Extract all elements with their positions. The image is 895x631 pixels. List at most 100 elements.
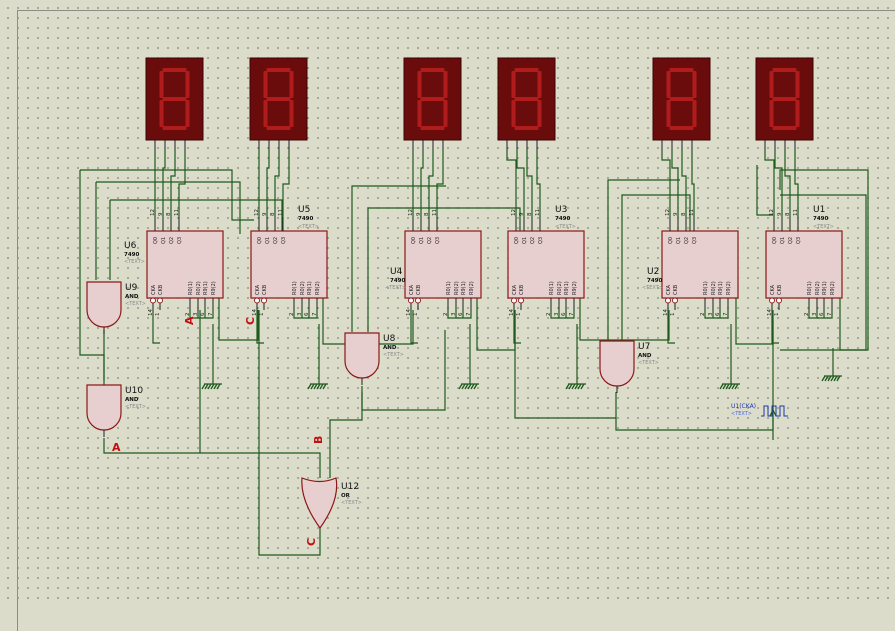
pin-number: 8 — [424, 212, 430, 216]
inverting-clock-bubble — [769, 297, 775, 304]
gate-text: <TEXT> — [383, 352, 404, 358]
pin-number: 14 — [663, 309, 669, 316]
pin-number: 7 — [827, 312, 833, 316]
display-segment — [669, 97, 694, 101]
pin-number: 12 — [511, 209, 517, 216]
pin-label: R9(2) — [211, 281, 217, 295]
ground-symbol — [565, 324, 586, 390]
chip-value: 7490 — [124, 252, 139, 258]
pin-label: R0(1) — [446, 281, 452, 295]
counter-u3: 12Q09Q18Q211Q3CKA14CKB1R0(1)2R0(2)3R9(1)… — [507, 205, 585, 316]
pin-label: CKB — [519, 284, 525, 295]
ground-hatch — [827, 375, 832, 382]
counter-u4: 12Q09Q18Q211Q3CKA14CKB1R0(1)2R0(2)3R9(1)… — [385, 209, 482, 317]
pin-label: CKA — [409, 284, 415, 295]
display-segment — [514, 126, 539, 130]
ground-symbol — [821, 348, 842, 382]
pin-number: 9 — [519, 212, 525, 216]
pin-number: 1 — [259, 313, 265, 317]
pin-label: R9(1) — [822, 281, 828, 295]
wire-q-to-display — [178, 150, 186, 217]
pin-number: 3 — [554, 312, 560, 316]
ground-symbol — [307, 324, 328, 390]
inverting-clock-bubble — [511, 297, 517, 304]
pin-label: Q2 — [169, 237, 175, 244]
chip-ref: U1 — [813, 205, 825, 215]
logic-gates: U9AND<TEXT>U10AND<TEXT>U8AND<TEXT>U7AND<… — [86, 281, 659, 530]
chip-ref: U5 — [298, 205, 310, 215]
or-gate-body — [301, 477, 338, 530]
pin-number: 8 — [681, 212, 687, 216]
pin-label: R0(1) — [807, 281, 813, 295]
pin-number: 14 — [509, 309, 515, 316]
net-label-a: A — [112, 441, 121, 454]
display-segment — [537, 100, 542, 127]
pin-label: Q3 — [435, 237, 441, 244]
ground-hatch — [467, 383, 472, 390]
net-label-c: C — [305, 538, 318, 546]
pin-label: CKA — [770, 284, 776, 295]
pin-label: R0(2) — [711, 281, 717, 295]
wire-feedback — [110, 199, 283, 232]
ground-hatch — [461, 383, 466, 390]
pin-label: CKA — [151, 284, 157, 295]
pin-number: 14 — [406, 309, 412, 316]
display-segment — [420, 68, 445, 72]
ground-hatch — [473, 383, 478, 390]
seven-segment-display-4 — [497, 57, 556, 150]
inverting-clock-bubble — [150, 297, 156, 304]
wire-feedback — [80, 169, 254, 221]
pin-number: 2 — [289, 313, 295, 317]
ground-hatch — [731, 383, 736, 390]
pin-number: 11 — [793, 209, 799, 216]
pin-label: R0(2) — [300, 281, 306, 295]
ground-hatch — [836, 375, 841, 382]
schematic-canvas[interactable]: 12Q09Q18Q211Q3CKA14CKB1R0(1)2R0(2)3R9(1)… — [0, 0, 895, 603]
wire-reset-bus — [293, 310, 318, 319]
inverting-clock-bubble — [408, 297, 414, 304]
pin-number: 3 — [812, 312, 818, 316]
pin-number: 6 — [458, 312, 464, 316]
ground-hatch — [313, 383, 318, 390]
display-segment — [795, 71, 800, 98]
wire-q-to-display — [170, 150, 176, 217]
display-segment — [289, 100, 294, 127]
pin-label: CKA — [255, 284, 261, 295]
ground-hatch — [734, 383, 739, 390]
chip-ref: U3 — [555, 205, 567, 215]
wire-clock-link — [410, 310, 418, 344]
display-segment — [692, 100, 697, 127]
display-segment — [669, 126, 694, 130]
ground-hatch — [830, 375, 835, 382]
pin-label: R9(1) — [718, 281, 724, 295]
display-segment — [772, 126, 797, 130]
wire-q-to-display — [691, 150, 695, 217]
pin-number: 2 — [443, 313, 449, 317]
pin-label: R0(1) — [188, 281, 194, 295]
pin-label: Q1 — [780, 237, 786, 244]
pin-number: 11 — [689, 209, 695, 216]
and-gate-body — [344, 332, 380, 379]
clock-generator[interactable]: U1(CKA)<TEXT> — [731, 403, 788, 440]
wire-q-to-display — [162, 150, 166, 217]
gate-ref: U8 — [383, 334, 396, 344]
wire-u1-feed — [756, 165, 773, 216]
counter-body — [507, 230, 585, 299]
wire-q-to-display — [784, 150, 791, 217]
counter-u5: 12Q09Q18Q211Q3CKA14CKB1R0(1)2R0(2)3R9(1)… — [250, 205, 328, 317]
display-segment — [443, 71, 448, 98]
pin-number: 12 — [150, 209, 156, 216]
display-segment — [769, 100, 774, 127]
chip-value: 7490 — [390, 278, 405, 284]
wire-reset-bus — [447, 310, 472, 319]
pin-label: Q2 — [273, 237, 279, 244]
gate-text: <TEXT> — [125, 301, 146, 307]
ground-hatch — [316, 383, 321, 390]
pin-label: Q2 — [427, 237, 433, 244]
pin-number: 1 — [155, 313, 161, 317]
pin-number: 6 — [561, 312, 567, 316]
pin-number: 12 — [254, 209, 260, 216]
gate-type: AND — [125, 397, 139, 403]
wire-q-to-display — [671, 150, 679, 217]
